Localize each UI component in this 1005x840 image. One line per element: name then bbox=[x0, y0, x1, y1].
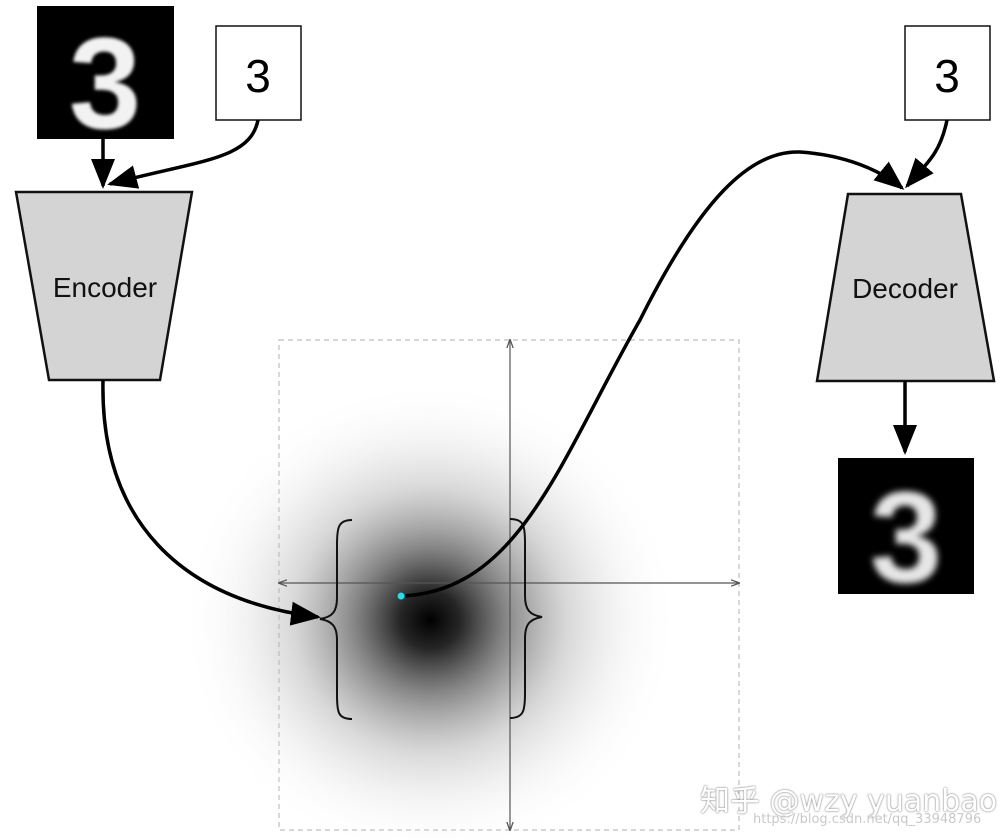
condition-decoder-label: 3 bbox=[934, 50, 960, 102]
decoder-trapezoid bbox=[815, 192, 996, 383]
arrow-label-to-encoder bbox=[107, 119, 260, 189]
output-image-background bbox=[838, 458, 974, 594]
encoder-trapezoid bbox=[14, 190, 194, 382]
encoder-label: Encoder bbox=[53, 272, 157, 303]
latent-sample-point bbox=[396, 591, 406, 601]
decoder-block: Decoder bbox=[815, 192, 996, 383]
decoder-label: Decoder bbox=[852, 273, 958, 304]
output-digit-glyph: 3 bbox=[870, 464, 942, 610]
latent-space bbox=[180, 340, 739, 840]
output-digit-image: 3 bbox=[838, 458, 974, 610]
condition-decoder-frame bbox=[904, 25, 991, 121]
condition-input-frame bbox=[215, 25, 302, 121]
condition-input-label: 3 bbox=[245, 50, 271, 102]
input-digit-glyph: 3 bbox=[69, 10, 141, 156]
flow-arrows bbox=[91, 119, 949, 626]
arrow-sample-to-decoder bbox=[402, 150, 905, 598]
right-curly-brace bbox=[509, 518, 543, 719]
arrow-encoder-to-latent bbox=[101, 379, 321, 626]
encoder-block: Encoder bbox=[14, 190, 194, 382]
condition-input-box: 3 bbox=[215, 25, 302, 121]
arrow-label-to-decoder bbox=[905, 119, 949, 189]
watermark-url: https://blog.csdn.net/qq_33948796 bbox=[753, 812, 982, 827]
condition-decoder-box: 3 bbox=[904, 25, 991, 121]
gaussian-distribution bbox=[180, 380, 680, 840]
input-digit-image: 3 bbox=[37, 6, 174, 156]
input-image-background bbox=[37, 6, 174, 139]
watermark-text: 知乎 @wzy yuanbao bbox=[700, 784, 998, 819]
